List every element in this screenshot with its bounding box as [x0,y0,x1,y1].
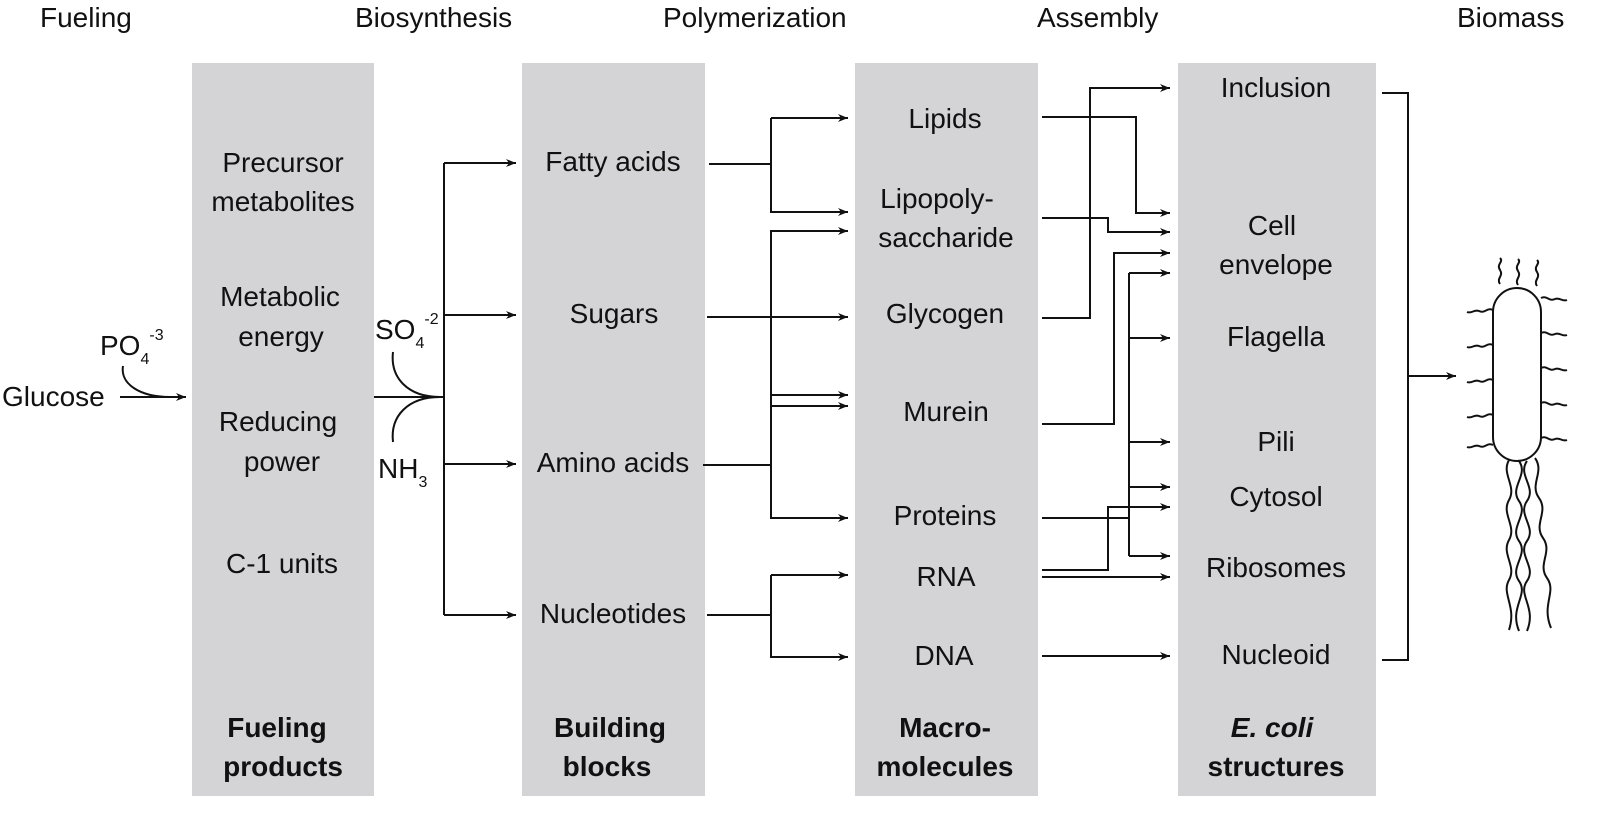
amino-acids-connector [703,395,772,466]
block-amino-acids: Amino acids [537,447,690,478]
fueling-item-precursor-line2: metabolites [211,186,354,217]
structure-pili: Pili [1257,426,1294,457]
structure-cell-envelope-line2: envelope [1219,249,1333,280]
stage-assembly: Assembly [1037,2,1158,33]
fueling-item-c1-units: C-1 units [226,548,338,579]
macro-proteins: Proteins [894,500,997,531]
bacterium-icon [1466,257,1568,632]
structures-footer-line2: structures [1208,751,1345,782]
macro-footer-line1: Macro- [899,712,991,743]
block-fatty-acids: Fatty acids [545,146,680,177]
structure-flagella: Flagella [1227,321,1325,352]
input-glucose: Glucose [2,381,105,412]
macro-dna: DNA [914,640,973,671]
arrow-to-dna-from-nucleotides [770,615,848,661]
structure-nucleoid: Nucleoid [1222,639,1331,670]
macro-footer-line2: molecules [877,751,1014,782]
column-macromolecules [855,63,1038,796]
sulfate-curve [391,351,441,398]
phosphate-curve [121,365,171,398]
macro-lps-line1: Lipopoly- [880,183,994,214]
input-sulfate: SO4-2 [375,311,439,352]
structure-cytosol: Cytosol [1229,481,1322,512]
macro-murein: Murein [903,396,989,427]
arrow-lps-to-envelope [1042,217,1170,236]
fueling-item-reducing-line1: Reducing [219,406,337,437]
nucleotides-connector [707,575,772,616]
fueling-item-energy-line1: Metabolic [220,281,340,312]
column-structures [1178,63,1376,796]
input-ammonia: NH3 [378,453,427,491]
column-fueling-products [192,63,374,796]
block-nucleotides: Nucleotides [540,598,686,629]
macro-rna: RNA [916,561,975,592]
arrow-to-proteins [770,465,848,522]
arrow-lipids-to-envelope [1042,116,1170,217]
macro-lipids: Lipids [908,103,981,134]
macro-lps-line2: saccharide [878,222,1013,253]
structure-inclusion: Inclusion [1221,72,1332,103]
block-sugars: Sugars [570,298,659,329]
arrow-murein-to-envelope [1042,249,1170,425]
stage-polymerization: Polymerization [663,2,847,33]
arrow-sugars-to-murein [770,317,848,410]
column-building-blocks [522,63,705,796]
stage-biomass: Biomass [1457,2,1564,33]
arrow-fatty-acids-to-lps [770,164,848,216]
macro-glycogen: Glycogen [886,298,1004,329]
fueling-footer-line1: Fueling [227,712,327,743]
fatty-acids-connector [709,118,772,165]
biomass-bracket [1382,92,1409,661]
stage-fueling: Fueling [40,2,132,33]
stage-biosynthesis: Biosynthesis [355,2,512,33]
fueling-footer-line2: products [223,751,343,782]
blocks-footer-line1: Building [554,712,666,743]
fueling-item-precursor-line1: Precursor [222,147,343,178]
blocks-footer-line2: blocks [563,751,652,782]
structure-cell-envelope-line1: Cell [1248,210,1296,241]
fueling-item-energy-line2: energy [238,321,324,352]
input-phosphate: PO4-3 [100,327,164,368]
structure-ribosomes: Ribosomes [1206,552,1346,583]
arrow-rna-to-cytosol [1042,503,1170,571]
arrow-sugars-to-lps [770,227,848,317]
arrow-glycogen-to-inclusion [1042,84,1170,319]
structures-footer-line1: E. coli [1231,712,1315,743]
fueling-item-reducing-line2: power [244,446,320,477]
ammonia-curve [391,396,441,443]
